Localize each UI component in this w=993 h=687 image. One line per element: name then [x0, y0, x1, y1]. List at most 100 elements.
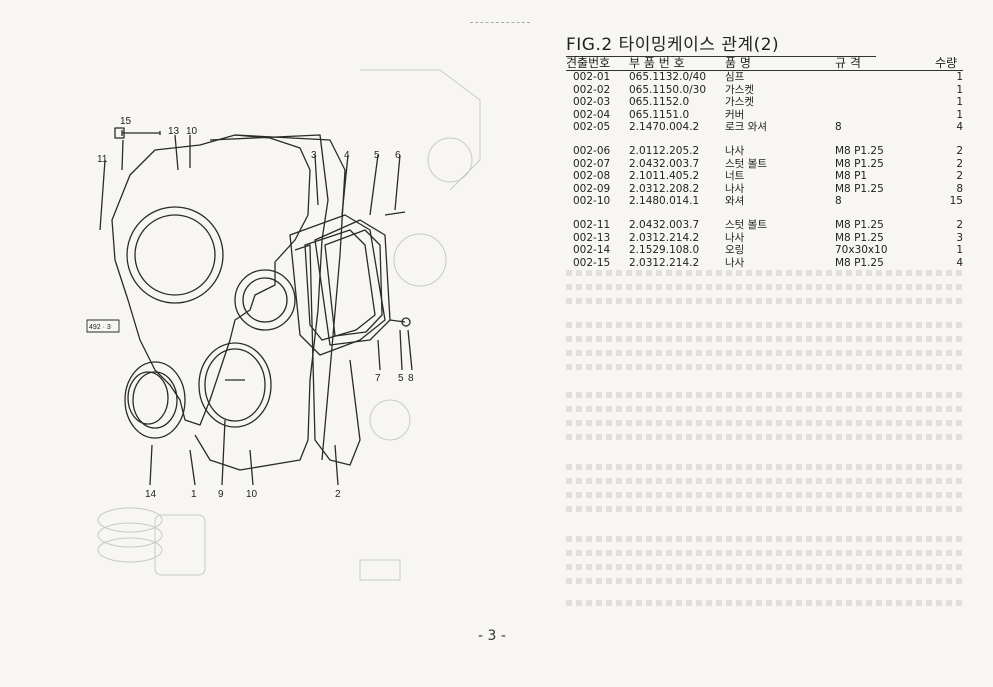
- cell-part-no: 2.1529.108.0: [629, 244, 700, 257]
- cell-part-no: 2.0432.003.7: [629, 157, 700, 170]
- bolt-6: [384, 211, 406, 216]
- cell-name: 나사: [725, 182, 745, 195]
- cell-spec: [835, 96, 935, 108]
- cell-name: 나사: [725, 231, 745, 244]
- timing-case-exploded-diagram: 15 13 10 11 3 4 5 6 492 · 3 7 5 8 14 1 9…: [86, 69, 481, 581]
- cell-spec: [835, 109, 935, 121]
- bleed-through-text: [566, 270, 963, 630]
- cell-name: 나사: [725, 256, 745, 269]
- cell-part-no: 065.1152.0: [629, 96, 690, 109]
- header-ref: 견출번호: [566, 57, 629, 72]
- cell-ref: 002-08: [573, 170, 611, 183]
- cell-ref: 002-04: [573, 108, 611, 121]
- cell-ref: 002-01: [573, 71, 611, 84]
- callout-8: 8: [408, 373, 414, 384]
- cell-spec: 8: [835, 195, 842, 208]
- cell-ref: 002-11: [573, 219, 611, 232]
- cell-part-no: 2.0112.205.2: [629, 145, 700, 158]
- cell-spec: M8 P1.25: [835, 145, 884, 158]
- cell-qty: 2: [956, 145, 963, 158]
- callout-9: 9: [218, 489, 224, 500]
- cell-spec: [835, 84, 935, 96]
- timing-case-main: [194, 134, 329, 471]
- cell-qty: 1: [956, 83, 963, 96]
- cell-part-no: 2.1480.014.1: [629, 195, 700, 208]
- cell-qty: 4: [956, 121, 963, 134]
- cell-part-no: 2.0432.003.7: [629, 219, 700, 232]
- case-bore-large: [126, 206, 224, 304]
- cell-name: 나사: [725, 145, 745, 158]
- parts-list-table: 견출번호 부 품 번 호 품 명 규 격 수량 002-01 065.1132.0…: [566, 57, 963, 269]
- cell-ref: 002-03: [573, 96, 611, 109]
- cell-ref: 002-14: [573, 244, 611, 257]
- cell-part-no: 065.1132.0/40: [629, 71, 707, 84]
- callout-4: 4: [344, 150, 350, 161]
- header-name: 품 명: [725, 57, 835, 72]
- cell-qty: 2: [956, 219, 963, 232]
- cell-ref: 002-15: [573, 256, 611, 269]
- cell-part-no: 2.1011.405.2: [629, 170, 700, 183]
- callout-5: 5: [374, 150, 380, 161]
- callout-11: 11: [97, 154, 108, 165]
- cell-qty: 1: [956, 244, 963, 257]
- callout-6: 6: [395, 150, 401, 161]
- cell-name: 와셔: [725, 195, 745, 208]
- callout-5b: 5: [398, 373, 404, 384]
- cell-ref: 002-09: [573, 182, 611, 195]
- cell-qty: 3: [956, 231, 963, 244]
- long-gasket: [294, 244, 361, 466]
- header-qty: 수량: [935, 57, 963, 72]
- cell-name: 가스켓: [725, 96, 754, 109]
- cell-ref: 002-10: [573, 195, 611, 208]
- callout-10: 10: [186, 126, 198, 137]
- cell-name: 너트: [725, 170, 745, 183]
- group-spacer: [566, 133, 963, 145]
- table-row: 002-10 2.1480.014.1 와셔 8 15: [566, 195, 963, 207]
- cell-name: 오링: [725, 244, 745, 257]
- table-header-row: 견출번호 부 품 번 호 품 명 규 격 수량: [566, 57, 963, 72]
- cell-name: 가스켓: [725, 83, 754, 96]
- cell-ref: 002-13: [573, 231, 611, 244]
- callout-2: 2: [335, 489, 341, 500]
- seal-ring: [124, 361, 186, 439]
- cell-qty: 4: [956, 256, 963, 269]
- cell-qty: 15: [949, 195, 963, 208]
- cell-ref: 002-05: [573, 121, 611, 134]
- cell-qty: 2: [956, 170, 963, 183]
- callout-1: 1: [191, 489, 197, 500]
- callout-part-box: 492 · 3: [89, 324, 111, 331]
- cell-part-no: 2.0312.214.2: [629, 256, 700, 269]
- case-bore-small: [234, 269, 296, 331]
- gasket-plate: [289, 214, 386, 356]
- cell-spec: 8: [835, 121, 842, 134]
- group-spacer: [566, 207, 963, 219]
- cell-ref: 002-07: [573, 157, 611, 170]
- cell-part-no: 2.1470.004.2: [629, 121, 700, 134]
- callout-14: 14: [145, 489, 157, 500]
- cell-qty: 8: [956, 182, 963, 195]
- figure-title: FIG.2 타이밍케이스 관계(2): [566, 30, 876, 57]
- callout-10b: 10: [246, 489, 258, 500]
- cell-qty: 2: [956, 157, 963, 170]
- cell-part-no: 2.0312.214.2: [629, 231, 700, 244]
- header-spec: 규 격: [835, 57, 935, 72]
- gear-case-left: [111, 134, 311, 426]
- page-number: - 3 -: [478, 628, 506, 644]
- bolt-15: [121, 130, 161, 136]
- cell-spec: [835, 71, 935, 84]
- callout-13: 13: [168, 126, 180, 137]
- cell-name: 스텃 볼트: [725, 157, 767, 170]
- scan-margin-mark: [470, 22, 530, 25]
- cell-spec: M8 P1.25: [835, 256, 884, 269]
